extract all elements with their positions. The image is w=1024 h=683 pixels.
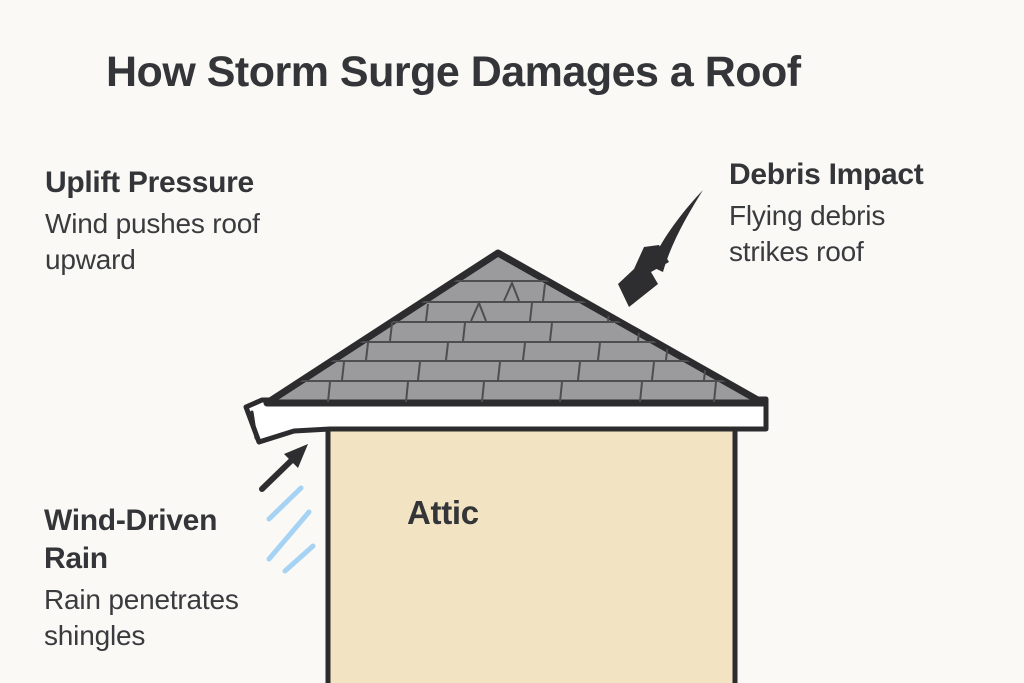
debris-arrow-icon — [618, 190, 703, 307]
rain-description: Rain penetrates shingles — [44, 584, 239, 651]
wind-arrow-icon — [259, 444, 308, 492]
uplift-description: Wind pushes roof upward — [45, 208, 260, 275]
page-title: How Storm Surge Damages a Roof — [106, 48, 801, 96]
attic-label: Attic — [407, 494, 479, 531]
label-wind-driven-rain: Wind-Driven Rain Rain penetrates shingle… — [44, 502, 279, 654]
roof — [263, 249, 767, 407]
cracked-shingle-mark — [470, 300, 487, 322]
label-uplift-pressure: Uplift Pressure Wind pushes roof upward — [45, 164, 305, 278]
attic-wall — [325, 425, 738, 683]
rain-heading: Wind-Driven Rain — [44, 504, 218, 575]
eave-flap-fold-line — [250, 410, 258, 440]
rain-streaks-icon — [266, 485, 316, 574]
debris-description: Flying debris strikes roof — [729, 200, 886, 267]
uplift-heading: Uplift Pressure — [45, 166, 254, 199]
debris-heading: Debris Impact — [729, 158, 924, 191]
label-debris-impact: Debris Impact Flying debris strikes roof — [729, 156, 959, 270]
cracked-shingle-mark — [503, 280, 520, 302]
